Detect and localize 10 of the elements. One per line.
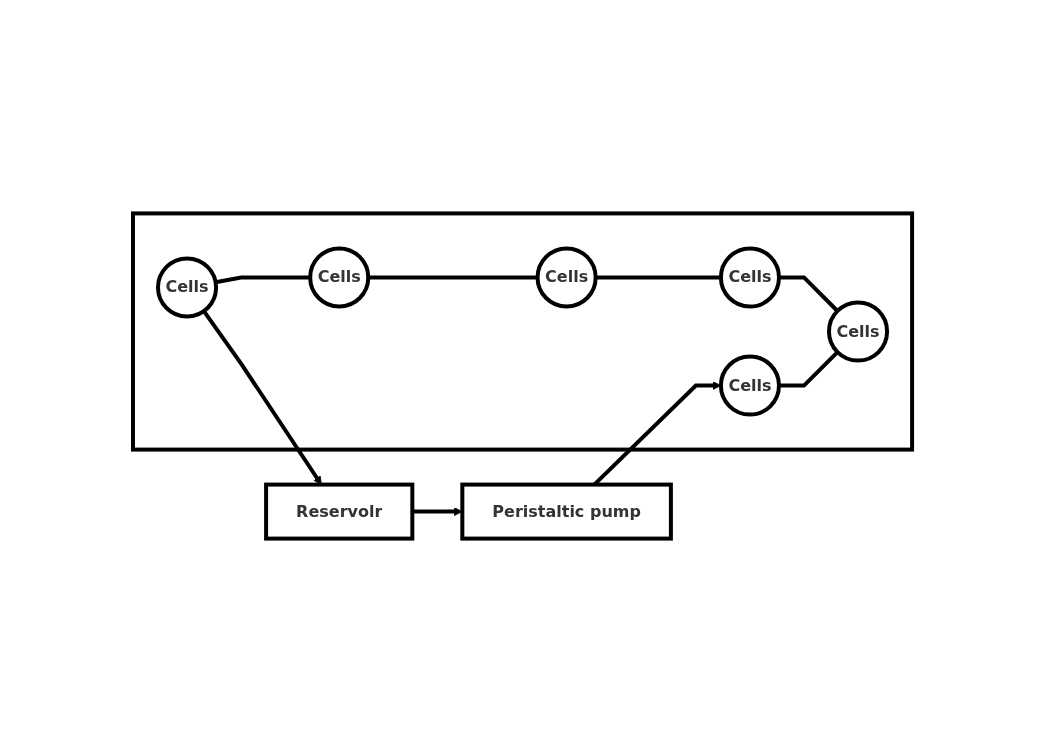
cluster — [131, 210, 915, 452]
node-circle: Cells — [308, 245, 371, 308]
node-circle: Cells — [719, 354, 782, 417]
node-circle: Cells — [536, 245, 599, 308]
arrow — [202, 309, 323, 485]
node-box: Peristaltic pump — [460, 482, 674, 541]
node-circle: Cells — [827, 299, 890, 363]
node-box: Reservolr — [264, 482, 415, 541]
node-circle: Cells — [156, 255, 219, 318]
node-circle: Cells — [719, 245, 782, 308]
